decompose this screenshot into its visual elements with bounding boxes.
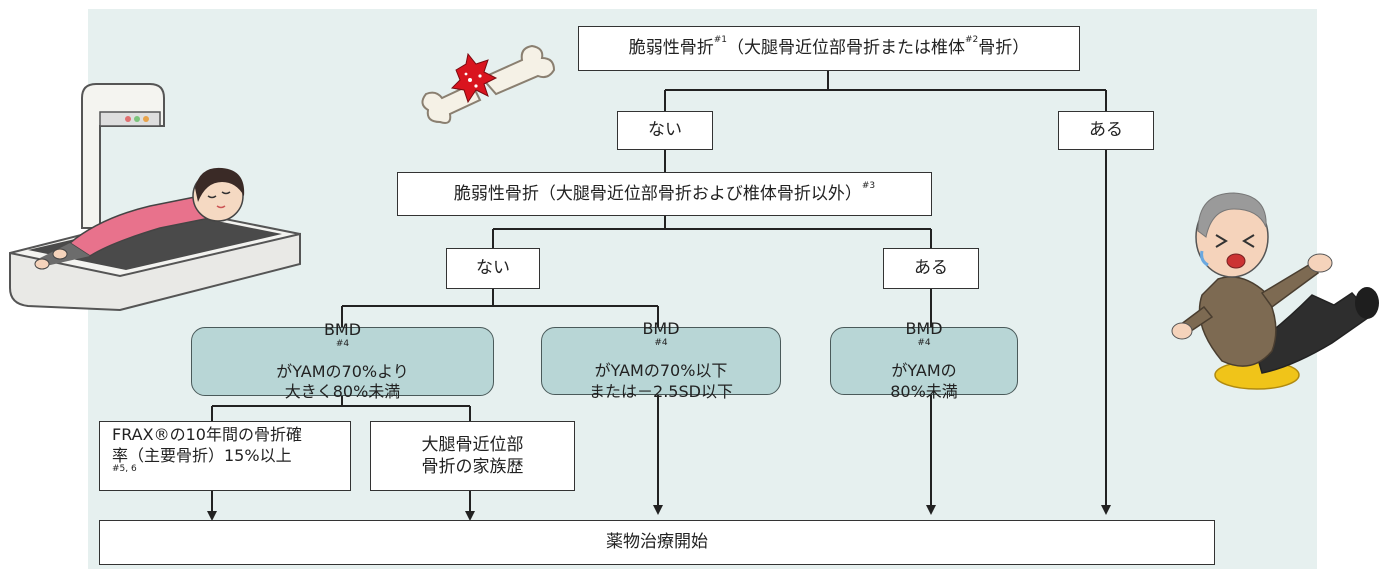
frax-box: FRAX®の10年間の骨折確率（主要骨折）15%以上#5, 6 — [99, 421, 351, 491]
q1-text: 脆弱性骨折#1（大腿骨近位部骨折または椎体#2骨折） — [628, 35, 1030, 59]
family-history-box: 大腿骨近位部骨折の家族歴 — [370, 421, 575, 491]
no-box-2: ない — [446, 248, 540, 289]
yes-box-2: ある — [883, 248, 979, 289]
dxa-scanner-patient-illustration — [9, 83, 301, 312]
no-box-1: ない — [617, 111, 713, 150]
q1-fragility-fracture-box: 脆弱性骨折#1（大腿骨近位部骨折または椎体#2骨折） — [578, 26, 1080, 71]
q2-text: 脆弱性骨折（大腿骨近位部骨折および椎体骨折以外）#3 — [453, 180, 876, 204]
yes-box-1: ある — [1058, 111, 1154, 150]
broken-bone-illustration — [421, 44, 556, 124]
start-treatment-box: 薬物治療開始 — [99, 520, 1215, 565]
q2-other-fracture-box: 脆弱性骨折（大腿骨近位部骨折および椎体骨折以外）#3 — [397, 172, 932, 216]
falling-elderly-man-illustration — [1171, 192, 1379, 390]
